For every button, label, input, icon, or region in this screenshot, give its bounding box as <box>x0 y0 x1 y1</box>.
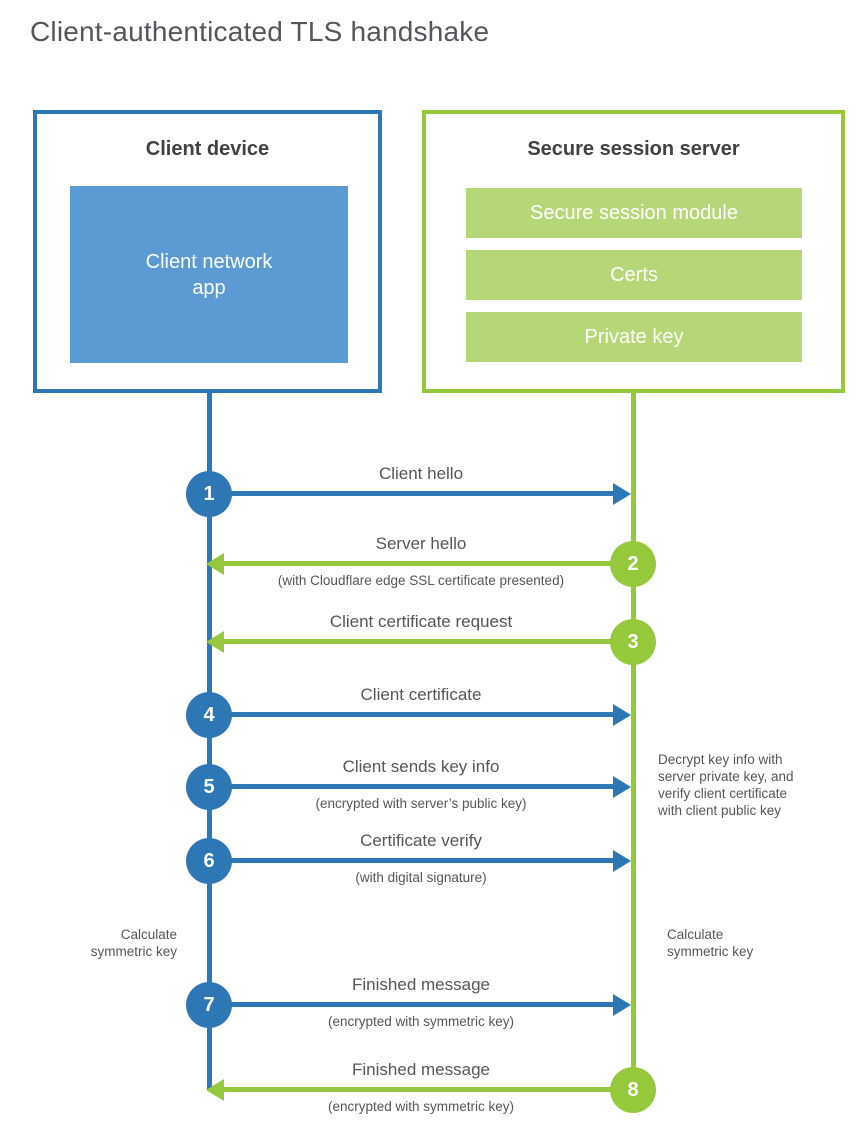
step-5-arrow-line <box>209 784 613 789</box>
client-lifeline <box>207 393 212 1090</box>
step-5-number-badge: 5 <box>186 764 232 810</box>
step-8-sublabel: (encrypted with symmetric key) <box>327 1099 515 1114</box>
decrypt-note-line-4: with client public key <box>658 803 782 818</box>
step-6-arrow-line <box>209 858 613 863</box>
arrow-left-icon <box>206 1079 224 1101</box>
server-module-secure-session: Secure session module <box>466 188 802 238</box>
step-5-sublabel: (encrypted with server’s public key) <box>315 796 527 811</box>
arrow-right-icon <box>613 704 631 726</box>
decrypt-note: Decrypt key info with server private key… <box>658 751 828 819</box>
step-1-number-badge: 1 <box>186 471 232 517</box>
calc-right-line-1: Calculate <box>667 927 724 942</box>
step-2-sublabel: (with Cloudflare edge SSL certificate pr… <box>277 573 565 588</box>
decrypt-note-line-1: Decrypt key info with <box>658 752 783 767</box>
step-4-arrow-line <box>209 712 613 717</box>
arrow-right-icon <box>613 776 631 798</box>
calc-right-line-2: symmetric key <box>667 944 754 959</box>
decrypt-note-line-2: server private key, and <box>658 769 794 784</box>
step-3-number-badge: 3 <box>610 619 656 665</box>
step-3-number: 3 <box>627 630 639 653</box>
step-1-arrow-line <box>209 491 613 496</box>
step-8-number-badge: 8 <box>610 1067 656 1113</box>
calc-left-line-2: symmetric key <box>90 944 177 959</box>
server-lifeline <box>631 393 636 1090</box>
step-8-arrow-line <box>224 1087 633 1092</box>
step-7-number-badge: 7 <box>186 982 232 1028</box>
step-1-number: 1 <box>203 482 215 505</box>
step-3-arrow-line <box>224 639 633 644</box>
step-2-number: 2 <box>627 552 639 575</box>
step-8-number: 8 <box>627 1078 639 1101</box>
step-2-number-badge: 2 <box>610 541 656 587</box>
step-5-number: 5 <box>203 775 215 798</box>
arrow-left-icon <box>206 553 224 575</box>
decrypt-note-line-3: verify client certificate <box>658 786 788 801</box>
step-6-number-badge: 6 <box>186 838 232 884</box>
step-7-number: 7 <box>203 993 215 1016</box>
step-4-number-badge: 4 <box>186 692 232 738</box>
step-7-label: Finished message <box>352 975 490 994</box>
arrow-left-icon <box>206 631 224 653</box>
step-2-label: Server hello <box>375 534 467 553</box>
step-6-label: Certificate verify <box>360 831 482 850</box>
step-4-label: Client certificate <box>360 685 482 704</box>
arrow-right-icon <box>613 994 631 1016</box>
calc-symmetric-key-right-note: Calculate symmetric key <box>667 926 787 960</box>
step-4-number: 4 <box>203 703 215 726</box>
client-device-title: Client device <box>145 138 270 160</box>
step-6-number: 6 <box>203 849 215 872</box>
client-network-app-box: Client network app <box>70 186 348 363</box>
secure-session-server-title: Secure session server <box>527 138 740 160</box>
step-5-label: Client sends key info <box>342 757 500 776</box>
step-8-label: Finished message <box>352 1060 490 1079</box>
step-1-label: Client hello <box>378 464 464 483</box>
calc-symmetric-key-left-note: Calculate symmetric key <box>57 926 177 960</box>
server-module-certs: Certs <box>466 250 802 300</box>
page-title: Client-authenticated TLS handshake <box>30 16 490 47</box>
step-3-label: Client certificate request <box>329 612 513 631</box>
client-app-line-2: app <box>192 276 226 299</box>
step-7-arrow-line <box>209 1002 613 1007</box>
step-6-sublabel: (with digital signature) <box>355 870 487 885</box>
client-app-line-1: Client network <box>145 250 273 273</box>
arrow-right-icon <box>613 483 631 505</box>
step-2-arrow-line <box>224 561 633 566</box>
server-module-private-key: Private key <box>466 312 802 362</box>
calc-left-line-1: Calculate <box>120 927 177 942</box>
arrow-right-icon <box>613 850 631 872</box>
step-7-sublabel: (encrypted with symmetric key) <box>327 1014 515 1029</box>
